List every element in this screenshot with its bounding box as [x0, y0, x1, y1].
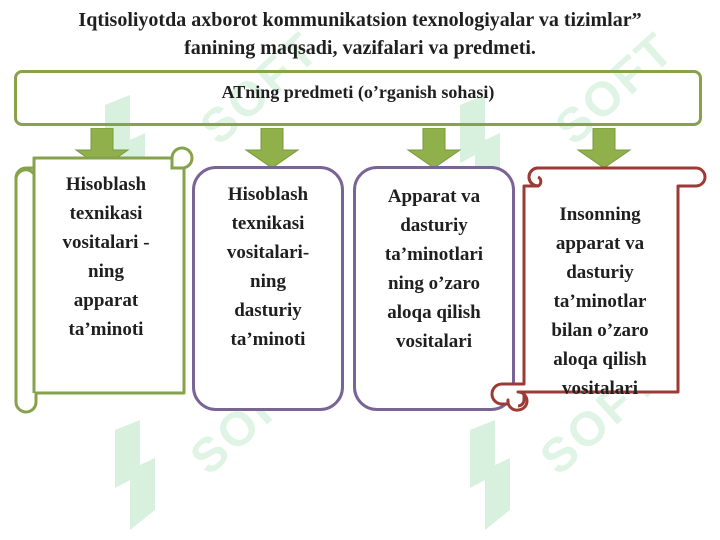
box-2-line: ta’minoti — [230, 329, 306, 350]
scroll-box-4 — [490, 166, 707, 412]
down-arrow-icon — [244, 128, 300, 168]
box-3 — [353, 166, 515, 411]
box-1-line: vositalari - — [62, 232, 150, 253]
box-4-line: dasturiy — [566, 262, 634, 283]
box-4-line: vositalari — [562, 378, 638, 399]
watermark-logo-icon — [115, 420, 155, 530]
box-4-line: bilan o’zaro — [551, 320, 649, 341]
slide-title: Iqtisoliyotda axborot kommunikatsion tex… — [10, 6, 710, 62]
box-2-line: vositalari- — [226, 242, 310, 263]
box-3-line: ning o’zaro — [387, 273, 480, 294]
box-2-line: texnikasi — [231, 213, 305, 234]
box-1-line: ning — [88, 261, 124, 282]
watermark-logo-icon — [470, 420, 510, 530]
box-1-text: Hisoblash texnikasi vositalari - ning ap… — [36, 170, 176, 344]
box-3-line: ta’minotlari — [384, 244, 484, 265]
box-1-line: apparat — [73, 290, 139, 311]
header-text: ATning predmeti (o’rganish sohasi) — [221, 82, 495, 102]
box-2-line: Hisoblash — [227, 184, 309, 205]
box-1-line: ta’minoti — [68, 319, 144, 340]
box-2-line: dasturiy — [234, 300, 302, 321]
scroll-box-1 — [14, 146, 194, 414]
box-4-line: Insonning — [559, 204, 641, 225]
box-3-line: dasturiy — [400, 215, 468, 236]
box-4-text: Insonning apparat va dasturiy ta’minotla… — [526, 200, 674, 403]
box-4-line: aloqa qilish — [553, 349, 647, 370]
title-line-2: fanining maqsadi, vazifalari va predmeti… — [184, 37, 536, 59]
box-4-line: ta’minotlar — [553, 291, 647, 312]
box-2 — [192, 166, 344, 411]
box-1-line: Hisoblash — [65, 174, 147, 195]
box-2-text: Hisoblash texnikasi vositalari- ning das… — [196, 180, 340, 354]
box-3-line: aloqa qilish — [387, 302, 481, 323]
box-3-line: Apparat va — [387, 186, 481, 207]
box-1-line: texnikasi — [69, 203, 143, 224]
box-2-line: ning — [250, 271, 286, 292]
title-line-1: Iqtisoliyotda axborot kommunikatsion tex… — [78, 9, 642, 31]
header-box — [14, 70, 702, 126]
box-3-line: vositalari — [396, 331, 472, 352]
down-arrow-icon — [406, 128, 462, 168]
down-arrow-icon — [576, 128, 632, 168]
box-4-line: apparat va — [555, 233, 645, 254]
box-3-text: Apparat va dasturiy ta’minotlari ning o’… — [357, 182, 511, 356]
